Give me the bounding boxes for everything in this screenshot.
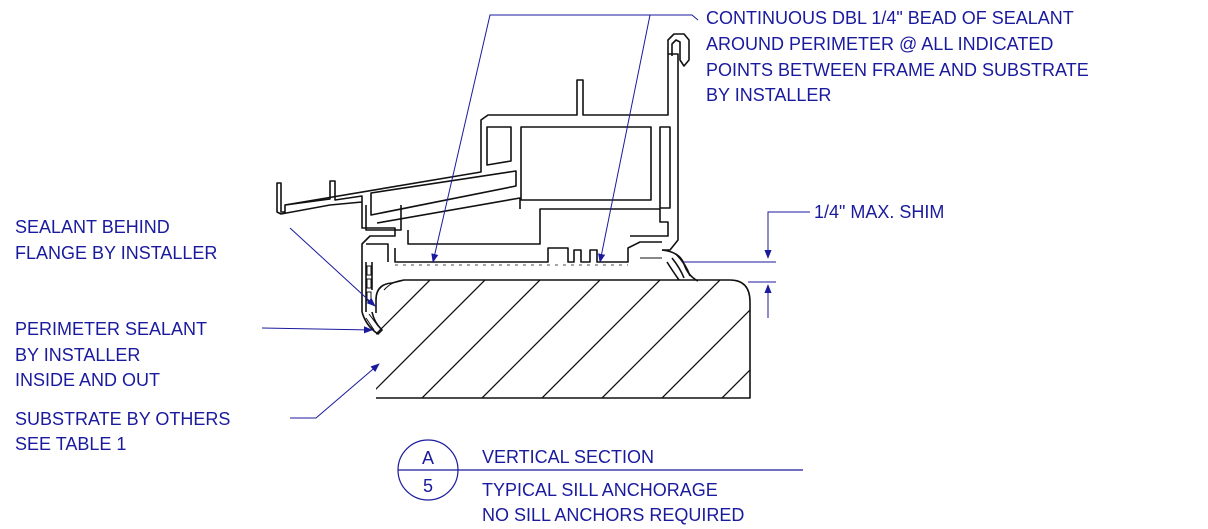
shim-leader-top [764, 211, 810, 259]
sealant-leader-1 [431, 14, 699, 263]
svg-text:BY INSTALLER: BY INSTALLER [706, 85, 831, 105]
svg-text:INSIDE AND OUT: INSIDE AND OUT [15, 370, 160, 390]
svg-text:SEE TABLE 1: SEE TABLE 1 [15, 434, 126, 454]
detail-subtitle-2: NO SILL ANCHORS REQUIRED [482, 505, 744, 525]
sill-frame-extrusion [276, 33, 699, 335]
sealant-leader-2 [598, 14, 690, 263]
substrate-hatch [376, 280, 750, 398]
leader-lines [261, 14, 810, 419]
svg-text:SUBSTRATE BY OTHERS: SUBSTRATE BY OTHERS [15, 409, 230, 429]
detail-subtitle-1: TYPICAL SILL ANCHORAGE [482, 480, 718, 500]
svg-text:POINTS BETWEEN FRAME AND SUBST: POINTS BETWEEN FRAME AND SUBSTRATE [706, 60, 1089, 80]
svg-text:CONTINUOUS DBL 1/4" BEAD OF SE: CONTINUOUS DBL 1/4" BEAD OF SEALANT [706, 8, 1074, 28]
svg-text:BY INSTALLER: BY INSTALLER [15, 345, 140, 365]
perimeter-sealant-leader [261, 326, 373, 334]
annotation-sealant-behind: SEALANT BEHIND FLANGE BY INSTALLER [15, 217, 217, 263]
sheet-number: 5 [423, 476, 433, 496]
sealant-behind-leader [289, 227, 376, 307]
svg-text:PERIMETER SEALANT: PERIMETER SEALANT [15, 319, 207, 339]
svg-text:AROUND PERIMETER @ ALL INDICAT: AROUND PERIMETER @ ALL INDICATED [706, 34, 1053, 54]
svg-text:FLANGE BY INSTALLER: FLANGE BY INSTALLER [15, 243, 217, 263]
detail-title: VERTICAL SECTION [482, 447, 654, 467]
substrate [375, 279, 751, 399]
annotation-perimeter-sealant: PERIMETER SEALANT BY INSTALLER INSIDE AN… [15, 319, 207, 390]
annotation-continuous-sealant: CONTINUOUS DBL 1/4" BEAD OF SEALANT AROU… [706, 8, 1089, 105]
svg-text:SEALANT BEHIND: SEALANT BEHIND [15, 217, 170, 237]
annotation-substrate: SUBSTRATE BY OTHERS SEE TABLE 1 [15, 409, 230, 454]
detail-title-block: A 5 VERTICAL SECTION TYPICAL SILL ANCHOR… [397, 439, 803, 525]
detail-letter: A [422, 448, 434, 468]
substrate-leader [290, 363, 380, 419]
annotation-max-shim: 1/4" MAX. SHIM [814, 202, 944, 222]
